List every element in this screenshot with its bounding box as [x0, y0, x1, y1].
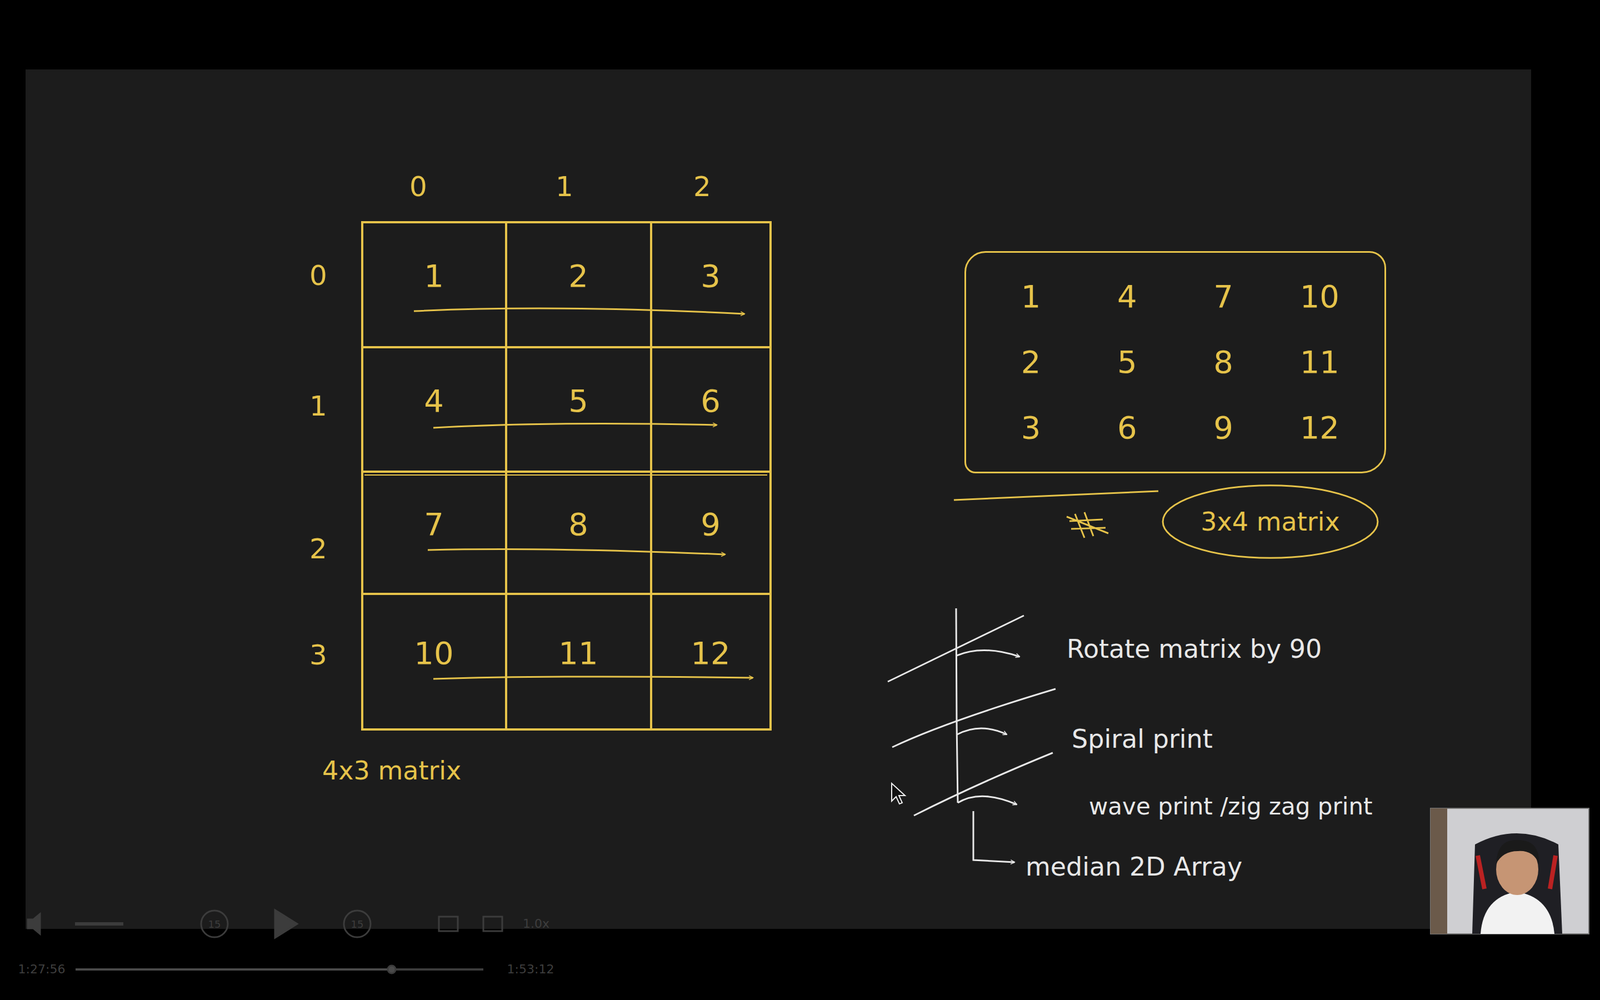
matrix-value: 5 [1117, 346, 1138, 378]
webcam-chair [1472, 833, 1563, 934]
skip-seconds: 15 [351, 919, 364, 930]
tree-arrow [957, 796, 1017, 805]
elapsed-time: 1:27:56 [18, 963, 66, 976]
column-index: 2 [693, 172, 712, 201]
pip-icon [438, 916, 458, 932]
scribble-mark [1066, 512, 1109, 538]
matrix-value: 7 [1213, 281, 1234, 313]
matrix-value: 6 [1117, 412, 1138, 444]
matrix-cell-value: 9 [700, 508, 721, 540]
matrix-value: 11 [1300, 346, 1340, 378]
matrix-grid [362, 222, 771, 730]
tree-arrow [956, 650, 1020, 657]
webcam-person-shirt [1480, 891, 1555, 934]
row-arrow [433, 676, 753, 679]
matrix-value: 3 [1021, 412, 1042, 444]
topic-note: median 2D Array [1025, 853, 1243, 880]
matrix-cell-value: 8 [568, 508, 589, 540]
matrix-cell-value: 11 [558, 637, 598, 669]
grid-line [505, 222, 508, 730]
matrix-cell-value: 3 [700, 260, 721, 292]
matrix-value: 12 [1300, 412, 1340, 444]
matrix-cell-value: 1 [423, 260, 444, 292]
play-icon [275, 910, 298, 938]
matrix-cell-value: 4 [423, 385, 444, 417]
matrix-value: 8 [1213, 346, 1234, 378]
tree-stroke [913, 752, 1053, 816]
grid-line [362, 470, 771, 473]
skip-back-icon [201, 910, 228, 938]
ellipse-shape [1162, 485, 1378, 559]
matrix-box: 1 4 7 10 2 5 8 11 3 6 9 12 [964, 251, 1387, 474]
row-index: 1 [309, 392, 328, 420]
matrix-value: 1 [1021, 281, 1042, 313]
progress-track [75, 968, 484, 971]
tree-stroke [892, 688, 1056, 748]
matrix-cell-value: 6 [700, 385, 721, 417]
tree-arrow [957, 728, 1007, 735]
playback-speed: 1.0x [522, 917, 550, 930]
mouse-cursor [891, 783, 905, 804]
grid-line [362, 592, 771, 595]
grid-line [364, 474, 768, 476]
matrix-value: 9 [1213, 412, 1234, 444]
screen-icon [483, 916, 503, 932]
tree-stroke [887, 615, 1024, 682]
matrix-caption: 4x3 matrix [322, 757, 462, 784]
volume-icon [27, 913, 40, 934]
webcam-frame [1430, 808, 1589, 934]
matrix-label: 3x4 matrix [1200, 508, 1340, 535]
underline-stroke [953, 491, 1159, 500]
row-arrow [413, 308, 745, 314]
topic-note: Spiral print [1071, 726, 1213, 752]
matrix-ellipse: 3x4 matrix [1158, 482, 1383, 562]
video-controls [27, 910, 503, 974]
row-index: 2 [309, 535, 328, 563]
row-arrows [413, 308, 753, 679]
grid-border [362, 222, 771, 730]
topic-note: Rotate matrix by 90 [1066, 636, 1322, 662]
matrix-value: 10 [1300, 281, 1340, 313]
row-arrow [427, 549, 725, 555]
column-index: 1 [555, 172, 574, 201]
tree-arrow [973, 811, 1015, 863]
matrix-value: 4 [1117, 281, 1138, 313]
board-panel [25, 69, 1532, 929]
webcam-view [1430, 808, 1589, 934]
volume-bar [75, 922, 124, 926]
skip-seconds: 15 [208, 919, 222, 930]
progress-played [75, 968, 392, 971]
column-index: 0 [409, 172, 428, 201]
matrix-cell-value: 10 [413, 637, 454, 669]
matrix-cell-value: 2 [568, 260, 589, 292]
row-index: 0 [309, 261, 328, 290]
matrix-cell-value: 5 [568, 385, 589, 417]
topic-tree [887, 608, 1056, 863]
grid-line [650, 222, 653, 730]
progress-knob [387, 965, 396, 974]
row-arrow [433, 423, 717, 428]
webcam-person-hair [1496, 840, 1539, 864]
row-index: 3 [309, 641, 328, 669]
topic-note: wave print /zig zag print [1088, 795, 1373, 819]
matrix-cell-value: 7 [423, 508, 444, 540]
grid-line [362, 346, 771, 349]
skip-forward-icon [343, 910, 371, 938]
matrix-value: 2 [1021, 346, 1042, 378]
webcam-door [1430, 808, 1448, 934]
tree-trunk [956, 608, 958, 803]
total-time: 1:53:12 [507, 963, 555, 976]
matrix-cell-value: 12 [690, 637, 730, 669]
